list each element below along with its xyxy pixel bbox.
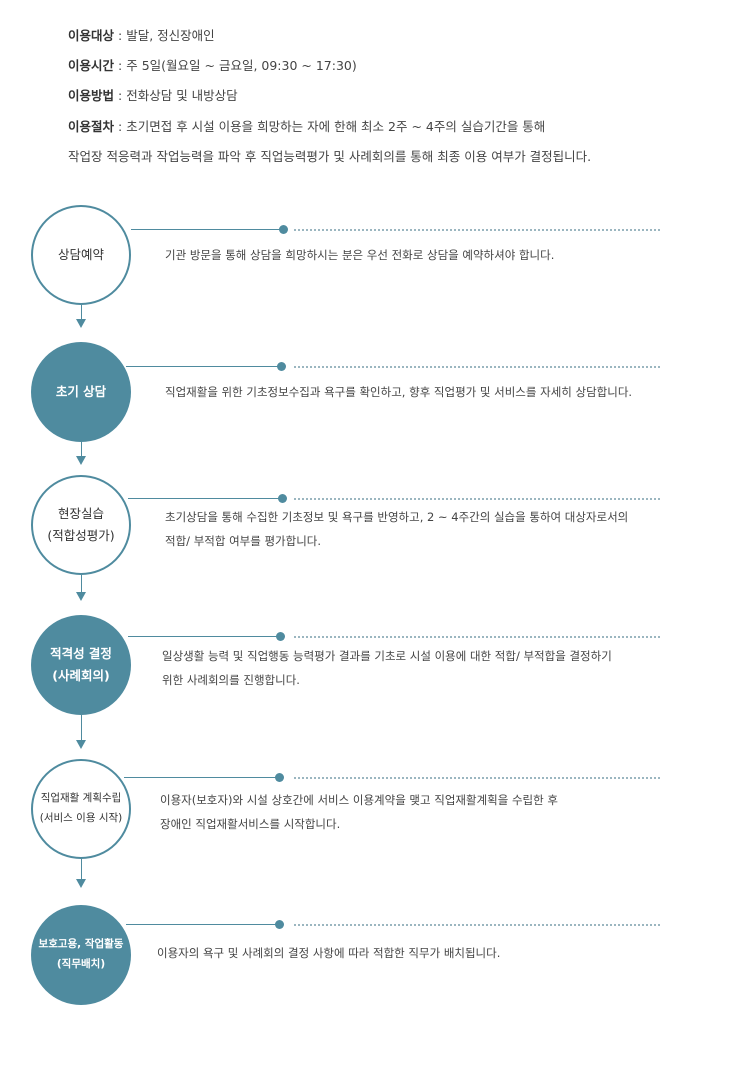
connector-line [131, 229, 284, 230]
down-arrow-icon [76, 740, 86, 749]
step-title: 상담예약 [57, 247, 104, 263]
connector-line [126, 924, 280, 925]
step-description-line: 직업재활을 위한 기초정보수집과 욕구를 확인하고, 향후 직업평가 및 서비스… [165, 385, 633, 399]
step-circle-employment: 보호고용, 작업활동 (직무배치) [31, 905, 131, 1005]
flow-line [81, 859, 82, 879]
step-description-line: 이용자(보호자)와 시설 상호간에 서비스 이용계약을 맺고 직업재활계획을 수… [160, 793, 558, 807]
step-title: 직업재활 계획수립 [40, 792, 122, 805]
flow-line [81, 442, 82, 456]
step-title: 초기 상담 [55, 384, 107, 400]
info-value: 주 5일(월요일 ~ 금요일, 09:30 ~ 17:30) [126, 58, 357, 73]
step-title: 보호고용, 작업활동 [38, 938, 124, 951]
down-arrow-icon [76, 456, 86, 465]
info-label: 이용대상 [68, 28, 115, 43]
info-label: 이용시간 [68, 58, 115, 73]
dotted-rule [294, 777, 660, 779]
step-description-line: 일상생활 능력 및 직업행동 능력평가 결과를 기초로 시설 이용에 대한 적합… [162, 649, 612, 663]
step-description: 초기상담을 통해 수집한 기초정보 및 욕구를 반영하고, 2 ~ 4주간의 실… [165, 505, 628, 553]
step-subtitle: (직무배치) [56, 958, 106, 970]
step-description-line: 적합/ 부적합 여부를 평가합니다. [165, 534, 322, 548]
connector-line [128, 636, 281, 637]
dotted-rule [294, 924, 660, 926]
step-description: 직업재활을 위한 기초정보수집과 욕구를 확인하고, 향후 직업평가 및 서비스… [165, 380, 632, 404]
dotted-rule [294, 366, 660, 368]
dotted-rule [294, 229, 660, 231]
connector-dot [275, 920, 284, 929]
step-subtitle: (적합성평가) [47, 528, 115, 543]
dotted-rule [294, 636, 660, 638]
step-description-line: 기관 방문을 통해 상담을 희망하시는 분은 우선 전화로 상담을 예약하셔야 … [165, 248, 555, 262]
step-description: 이용자의 욕구 및 사례회의 결정 사항에 따라 적합한 직무가 배치됩니다. [157, 941, 500, 965]
connector-dot [276, 632, 285, 641]
connector-line [128, 498, 283, 499]
info-procedure-continuation: 작업장 적응력과 작업능력을 파악 후 직업능력평가 및 사례회의를 통해 최종… [68, 149, 592, 164]
step-circle-reservation: 상담예약 [31, 205, 131, 305]
step-subtitle: (사례회의) [52, 668, 110, 683]
info-label: 이용방법 [68, 88, 115, 103]
down-arrow-icon [76, 592, 86, 601]
info-value: 발달, 정신장애인 [126, 28, 215, 43]
connector-dot [278, 494, 287, 503]
info-procedure: 이용절차:초기면접 후 시설 이용을 희망하는 자에 한해 최소 2주 ~ 4주… [68, 119, 546, 134]
step-description-line: 초기상담을 통해 수집한 기초정보 및 욕구를 반영하고, 2 ~ 4주간의 실… [165, 510, 629, 524]
info-value: 전화상담 및 내방상담 [126, 88, 238, 103]
down-arrow-icon [76, 879, 86, 888]
down-arrow-icon [76, 319, 86, 328]
step-circle-eligibility: 적격성 결정 (사례회의) [31, 615, 131, 715]
step-title: 적격성 결정 [50, 646, 112, 662]
step-circle-plan: 직업재활 계획수립 (서비스 이용 시작) [31, 759, 131, 859]
step-circle-initial-consult: 초기 상담 [31, 342, 131, 442]
step-description: 이용자(보호자)와 시설 상호간에 서비스 이용계약을 맺고 직업재활계획을 수… [160, 788, 558, 836]
flow-line [81, 715, 82, 740]
info-label: 이용절차 [68, 119, 115, 134]
connector-line [126, 366, 283, 367]
step-description-line: 이용자의 욕구 및 사례회의 결정 사항에 따라 적합한 직무가 배치됩니다. [157, 946, 501, 960]
info-target: 이용대상:발달, 정신장애인 [68, 28, 215, 43]
connector-line [124, 777, 281, 778]
connector-dot [279, 225, 288, 234]
step-description: 기관 방문을 통해 상담을 희망하시는 분은 우선 전화로 상담을 예약하셔야 … [165, 243, 554, 267]
info-method: 이용방법:전화상담 및 내방상담 [68, 88, 238, 103]
info-continuation-text: 작업장 적응력과 작업능력을 파악 후 직업능력평가 및 사례회의를 통해 최종… [68, 149, 592, 164]
info-hours: 이용시간:주 5일(월요일 ~ 금요일, 09:30 ~ 17:30) [68, 58, 357, 73]
step-description-line: 위한 사례회의를 진행합니다. [162, 673, 300, 687]
connector-dot [277, 362, 286, 371]
step-description-line: 장애인 직업재활서비스를 시작합니다. [160, 817, 341, 831]
info-value: 초기면접 후 시설 이용을 희망하는 자에 한해 최소 2주 ~ 4주의 실습기… [126, 119, 546, 134]
step-subtitle: (서비스 이용 시작) [39, 812, 123, 824]
step-circle-field-practice: 현장실습 (적합성평가) [31, 475, 131, 575]
connector-dot [275, 773, 284, 782]
flow-line [81, 575, 82, 592]
step-title: 현장실습 [57, 506, 104, 522]
step-description: 일상생활 능력 및 직업행동 능력평가 결과를 기초로 시설 이용에 대한 적합… [162, 644, 612, 692]
flow-line [81, 305, 82, 319]
dotted-rule [294, 498, 660, 500]
